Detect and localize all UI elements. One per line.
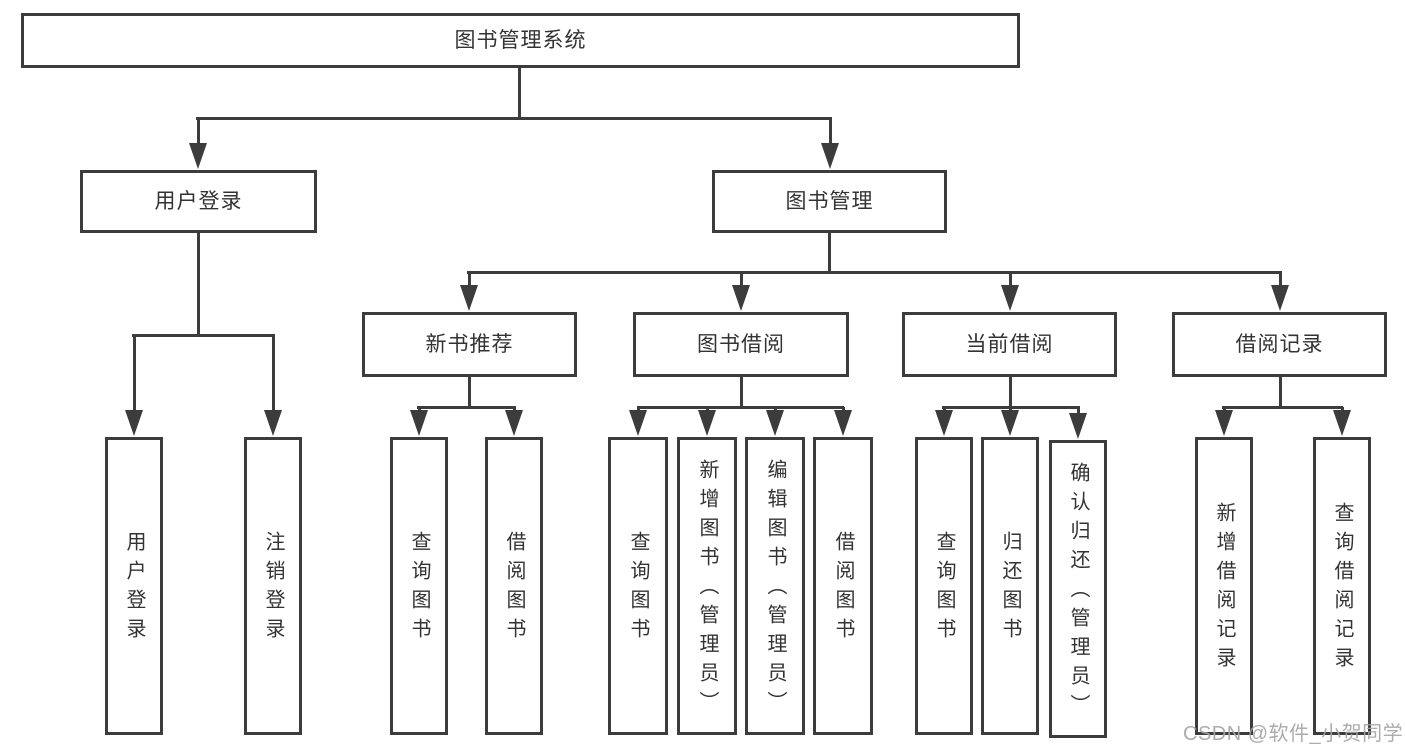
connector-arrow-stub [1279,272,1282,289]
arrowhead-down-icon [698,410,716,436]
arrowhead-down-icon [1001,285,1019,311]
arrowhead-down-icon [1215,410,1233,436]
node-root: 图书管理系统 [21,13,1020,68]
watermark: CSDN @软件_小贺同学 [1183,723,1404,745]
node-edit-books-admin: 编辑图书（管理员） [745,437,805,735]
arrowhead-down-icon [935,410,953,436]
arrowhead-down-icon [1001,410,1019,436]
arrowhead-down-icon [460,285,478,311]
connector-arrow-stub [829,118,832,147]
connector-line [196,117,832,120]
node-query-books-borrow: 查询图书 [608,437,668,735]
arrowhead-down-icon [410,410,428,436]
node-book-mgmt-group: 图书管理 [712,170,947,233]
arrowhead-down-icon [189,143,207,169]
arrowhead-down-icon [834,410,852,436]
node-query-books-current: 查询图书 [915,437,973,735]
connector-arrow-stub [1077,407,1080,417]
arrowhead-down-icon [766,410,784,436]
connector-line [740,375,743,409]
connector-arrow-stub [468,272,471,289]
arrowhead-down-icon [264,410,282,436]
arrowhead-down-icon [1333,410,1351,436]
arrowhead-down-icon [1271,285,1289,311]
connector-line [467,271,1282,274]
connector-line [1279,375,1282,409]
connector-line [828,231,831,274]
arrowhead-down-icon [505,410,523,436]
connector-arrow-stub [272,335,275,414]
node-return-books: 归还图书 [981,437,1039,735]
node-logout: 注销登录 [244,437,302,735]
connector-line [197,231,200,337]
node-borrow-books-borrow: 借阅图书 [813,437,873,735]
node-new-book-rec: 新书推荐 [362,312,577,377]
connector-line [1222,406,1343,409]
arrowhead-down-icon [629,410,647,436]
node-user-login-group: 用户登录 [80,170,317,233]
node-add-books-admin: 新增图书（管理员） [677,437,737,735]
arrowhead-down-icon [1069,413,1087,439]
node-book-borrow: 图书借阅 [633,312,849,377]
node-add-borrow-record: 新增借阅记录 [1195,437,1253,735]
connector-line [417,406,516,409]
connector-arrow-stub [1009,272,1012,289]
connector-arrow-stub [133,335,136,414]
connector-line [132,334,275,337]
node-user-login: 用户登录 [105,437,163,735]
connector-line [1009,375,1012,409]
connector-arrow-stub [740,272,743,289]
arrowhead-down-icon [125,410,143,436]
node-query-books-rec: 查询图书 [390,437,448,735]
node-current-borrow: 当前借阅 [902,312,1117,377]
arrowhead-down-icon [821,143,839,169]
node-confirm-return-admin: 确认归还（管理员） [1049,440,1107,738]
node-query-borrow-record: 查询借阅记录 [1313,437,1371,735]
node-borrow-records: 借阅记录 [1172,312,1387,377]
node-borrow-books-rec: 借阅图书 [485,437,543,735]
connector-arrow-stub [197,118,200,147]
connector-line [518,66,521,120]
arrowhead-down-icon [732,285,750,311]
connector-line [468,375,471,409]
